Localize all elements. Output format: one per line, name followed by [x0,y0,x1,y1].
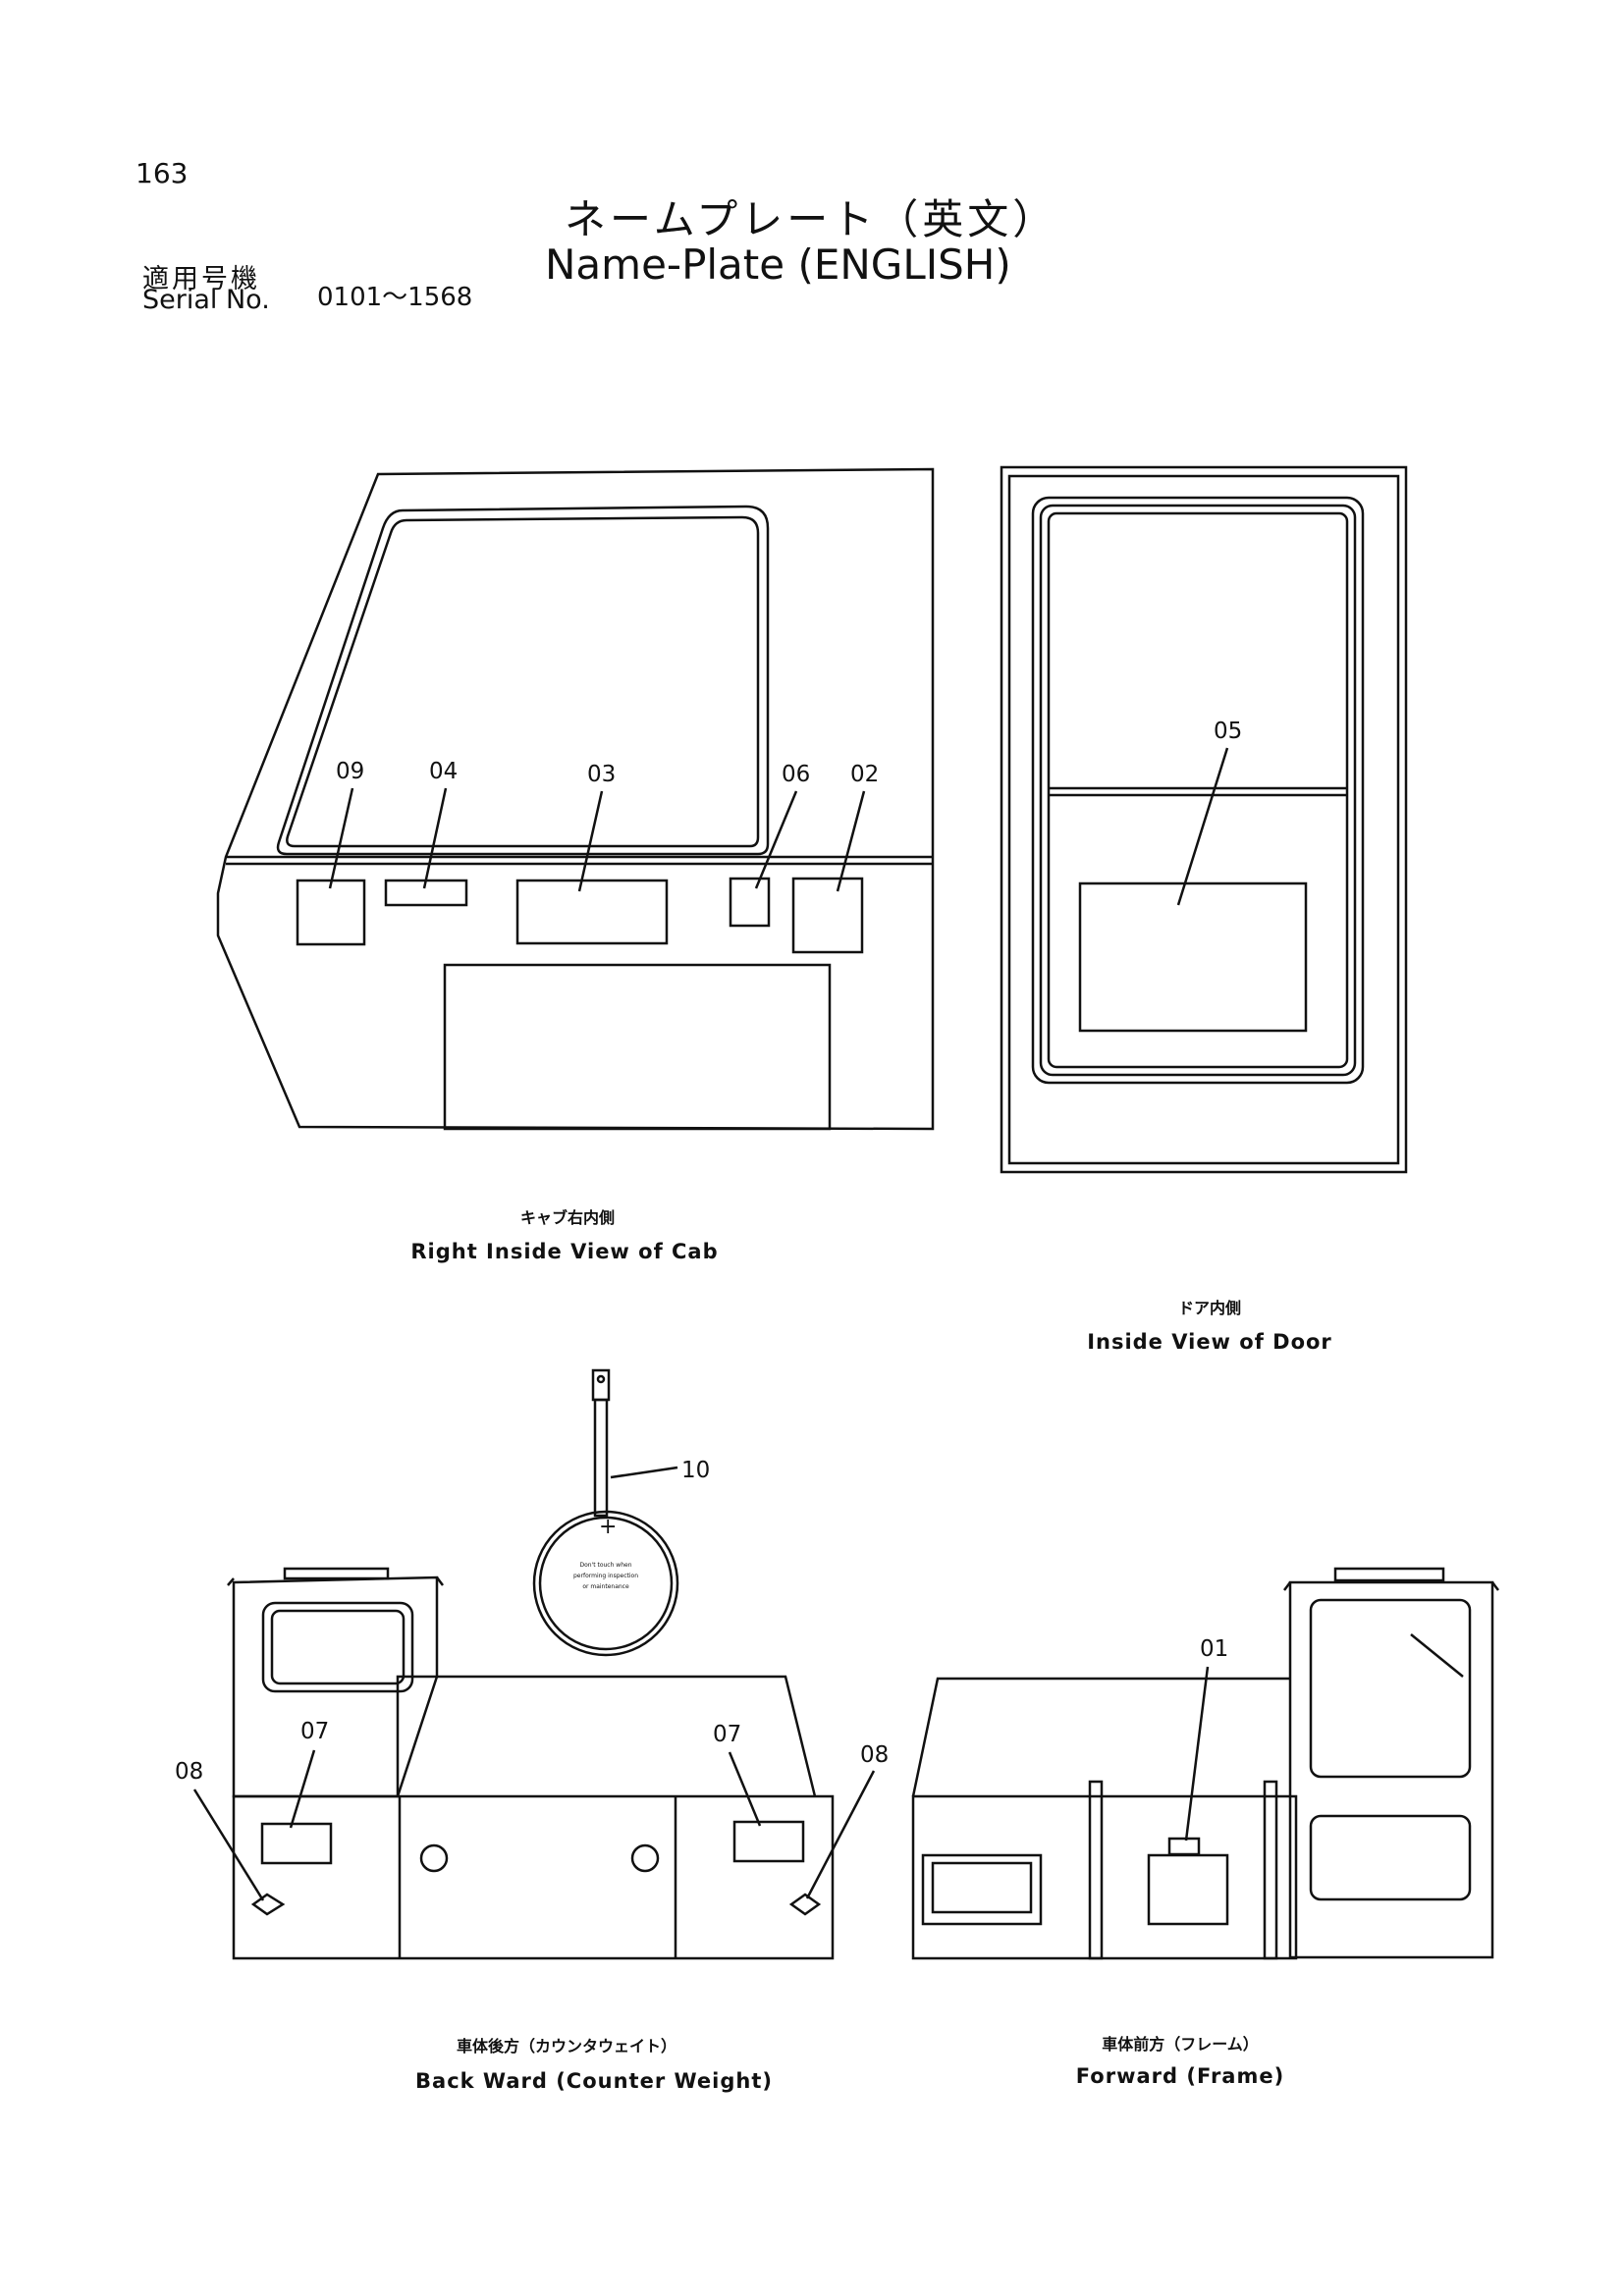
door-frame-inner [1047,511,1349,1069]
front-window-lower [1309,1814,1472,1901]
warning-line-3: or maintenance [582,1583,629,1590]
front-cab-outline [1288,1580,1494,1959]
door-frame-outer [1031,496,1365,1085]
leader-04 [422,787,448,889]
door-caption-japanese: ドア内側 [1178,1299,1241,1317]
cab-outline [216,467,935,1131]
plate-05 [1078,881,1308,1033]
callout-06: 06 [782,762,810,787]
cab-lower-panel [443,963,832,1131]
door-caption-english: Inside View of Door [1087,1330,1332,1354]
warning-plate-assembly: + Don't touch when performing inspection… [532,1368,710,1657]
back-ward-view: 07 07 08 08 [175,1567,889,1960]
plate-07-right [732,1820,805,1863]
leader-03 [577,790,604,892]
plate-10-disc-inner [538,1516,674,1651]
warning-line-1: Don't touch when [579,1562,631,1569]
page-number: 163 [135,157,189,189]
callout-01: 01 [1200,1636,1228,1662]
back-cab-roof [283,1567,390,1580]
plate-01 [1167,1837,1201,1856]
callout-03: 03 [587,762,616,787]
counterweight-hole-left [419,1843,449,1873]
plate-10-tag [591,1368,611,1402]
front-center-box [1147,1853,1229,1926]
plate-02 [791,877,864,954]
callout-08-right: 08 [860,1742,889,1768]
counterweight-top [396,1675,817,1797]
forward-view: 01 [911,1567,1499,1960]
leader-01 [1184,1666,1210,1842]
front-cab-lip-l [1283,1581,1291,1591]
tag-hole [596,1374,606,1384]
leader-05 [1176,747,1229,906]
leader-09 [328,787,354,889]
leader-07-right [728,1751,762,1827]
page-title-japanese: ネームプレート（英文） [565,195,1058,243]
plate-08-left [250,1893,286,1916]
door-outline-inner [1007,474,1400,1165]
plate-08-right [788,1893,822,1916]
front-window-upper [1309,1598,1472,1779]
callout-10: 10 [681,1458,710,1483]
plate-09 [296,879,366,946]
back-caption-english: Back Ward (Counter Weight) [415,2069,773,2093]
callout-05: 05 [1214,719,1242,744]
callout-09: 09 [336,759,364,784]
serial-label-japanese: 適用号機 [142,264,260,294]
back-cab-lip-l [227,1577,235,1586]
plate-07-left [260,1822,333,1865]
door-frame-mid [1039,504,1357,1077]
leader-02 [836,790,866,892]
serial-number-range: 0101～1568 [317,283,473,312]
serial-label-english: Serial No. [142,285,270,315]
front-cab-lip-r [1491,1581,1499,1591]
leader-10 [610,1466,678,1479]
cab-caption-japanese: キャブ右内側 [520,1208,615,1227]
plate-10-strap [593,1398,609,1518]
front-left-bracket [1088,1780,1104,1960]
callout-08-left: 08 [175,1759,203,1785]
back-cab-window-inner [270,1609,406,1685]
plate-03 [515,879,669,945]
door-outline-outer [1000,465,1408,1174]
front-frame-body [911,1794,1298,1960]
cab-window-inner [286,515,760,848]
counterweight-hole-right [630,1843,660,1873]
leader-08-left [192,1789,265,1901]
back-cab-window-outer [261,1601,414,1693]
plate-06 [729,877,771,928]
cab-right-inside-view: 09 04 03 06 02 [216,467,935,1131]
counterweight-body [232,1794,835,1960]
callout-07-left: 07 [300,1719,329,1744]
front-upper-body [911,1677,1290,1797]
wiper [1410,1633,1464,1678]
front-side-recess [921,1853,1043,1926]
cab-window-outer [276,505,770,856]
front-cab-roof [1333,1567,1445,1582]
front-caption-english: Forward (Frame) [1076,2064,1284,2088]
back-cab-lip-r [436,1576,444,1586]
leader-08-right [805,1770,876,1899]
front-right-bracket [1263,1780,1278,1960]
plus-mark: + [599,1515,617,1539]
page-title-english: Name-Plate (ENGLISH) [545,240,1011,289]
back-caption-japanese: 車体後方（カウンタウェイト） [457,2037,676,2056]
callout-02: 02 [850,762,879,787]
cab-caption-english: Right Inside View of Cab [410,1240,718,1263]
door-inside-view: 05 [1000,465,1408,1174]
callout-07-right: 07 [713,1722,741,1747]
callout-04: 04 [429,759,458,784]
front-side-recess-inner [931,1861,1033,1914]
leader-07-left [289,1749,316,1829]
warning-line-2: performing inspection [573,1573,638,1579]
leader-06 [754,790,798,889]
front-caption-japanese: 車体前方（フレーム） [1102,2035,1259,2054]
plate-10-disc [532,1510,679,1657]
